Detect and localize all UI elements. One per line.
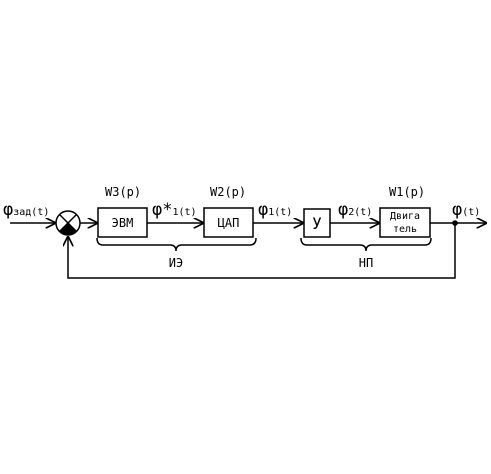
- evm-output-label: φ*1(t): [152, 200, 197, 220]
- ie-brace: [96, 237, 257, 252]
- input-signal-label: φзад(t): [3, 200, 49, 220]
- dac-block: [203, 207, 254, 238]
- dac-label: ЦАП: [218, 216, 240, 230]
- dac-output-label: φ1(t): [258, 200, 292, 220]
- evm-tf: W3(p): [105, 185, 141, 199]
- summing-junction: [55, 210, 81, 236]
- evm-block: [97, 207, 148, 238]
- feedback-line: [68, 223, 456, 279]
- np-group-label: НП: [359, 256, 373, 270]
- motor-label-line2: тель: [393, 224, 417, 235]
- motor-label-line1: Двига: [390, 211, 420, 222]
- ie-group-label: ИЭ: [169, 256, 183, 270]
- motor-block: [379, 207, 431, 238]
- evm-label: ЭВМ: [112, 216, 134, 230]
- amp-label: У: [312, 214, 322, 233]
- amp-output-label: φ2(t): [338, 200, 372, 220]
- motor-tf: W1(p): [389, 185, 425, 199]
- dac-tf: W2(p): [210, 185, 246, 199]
- np-brace: [300, 237, 432, 252]
- takeoff-point: [452, 220, 458, 226]
- output-signal-label: φ(t): [452, 200, 480, 220]
- amp-block: [303, 208, 331, 238]
